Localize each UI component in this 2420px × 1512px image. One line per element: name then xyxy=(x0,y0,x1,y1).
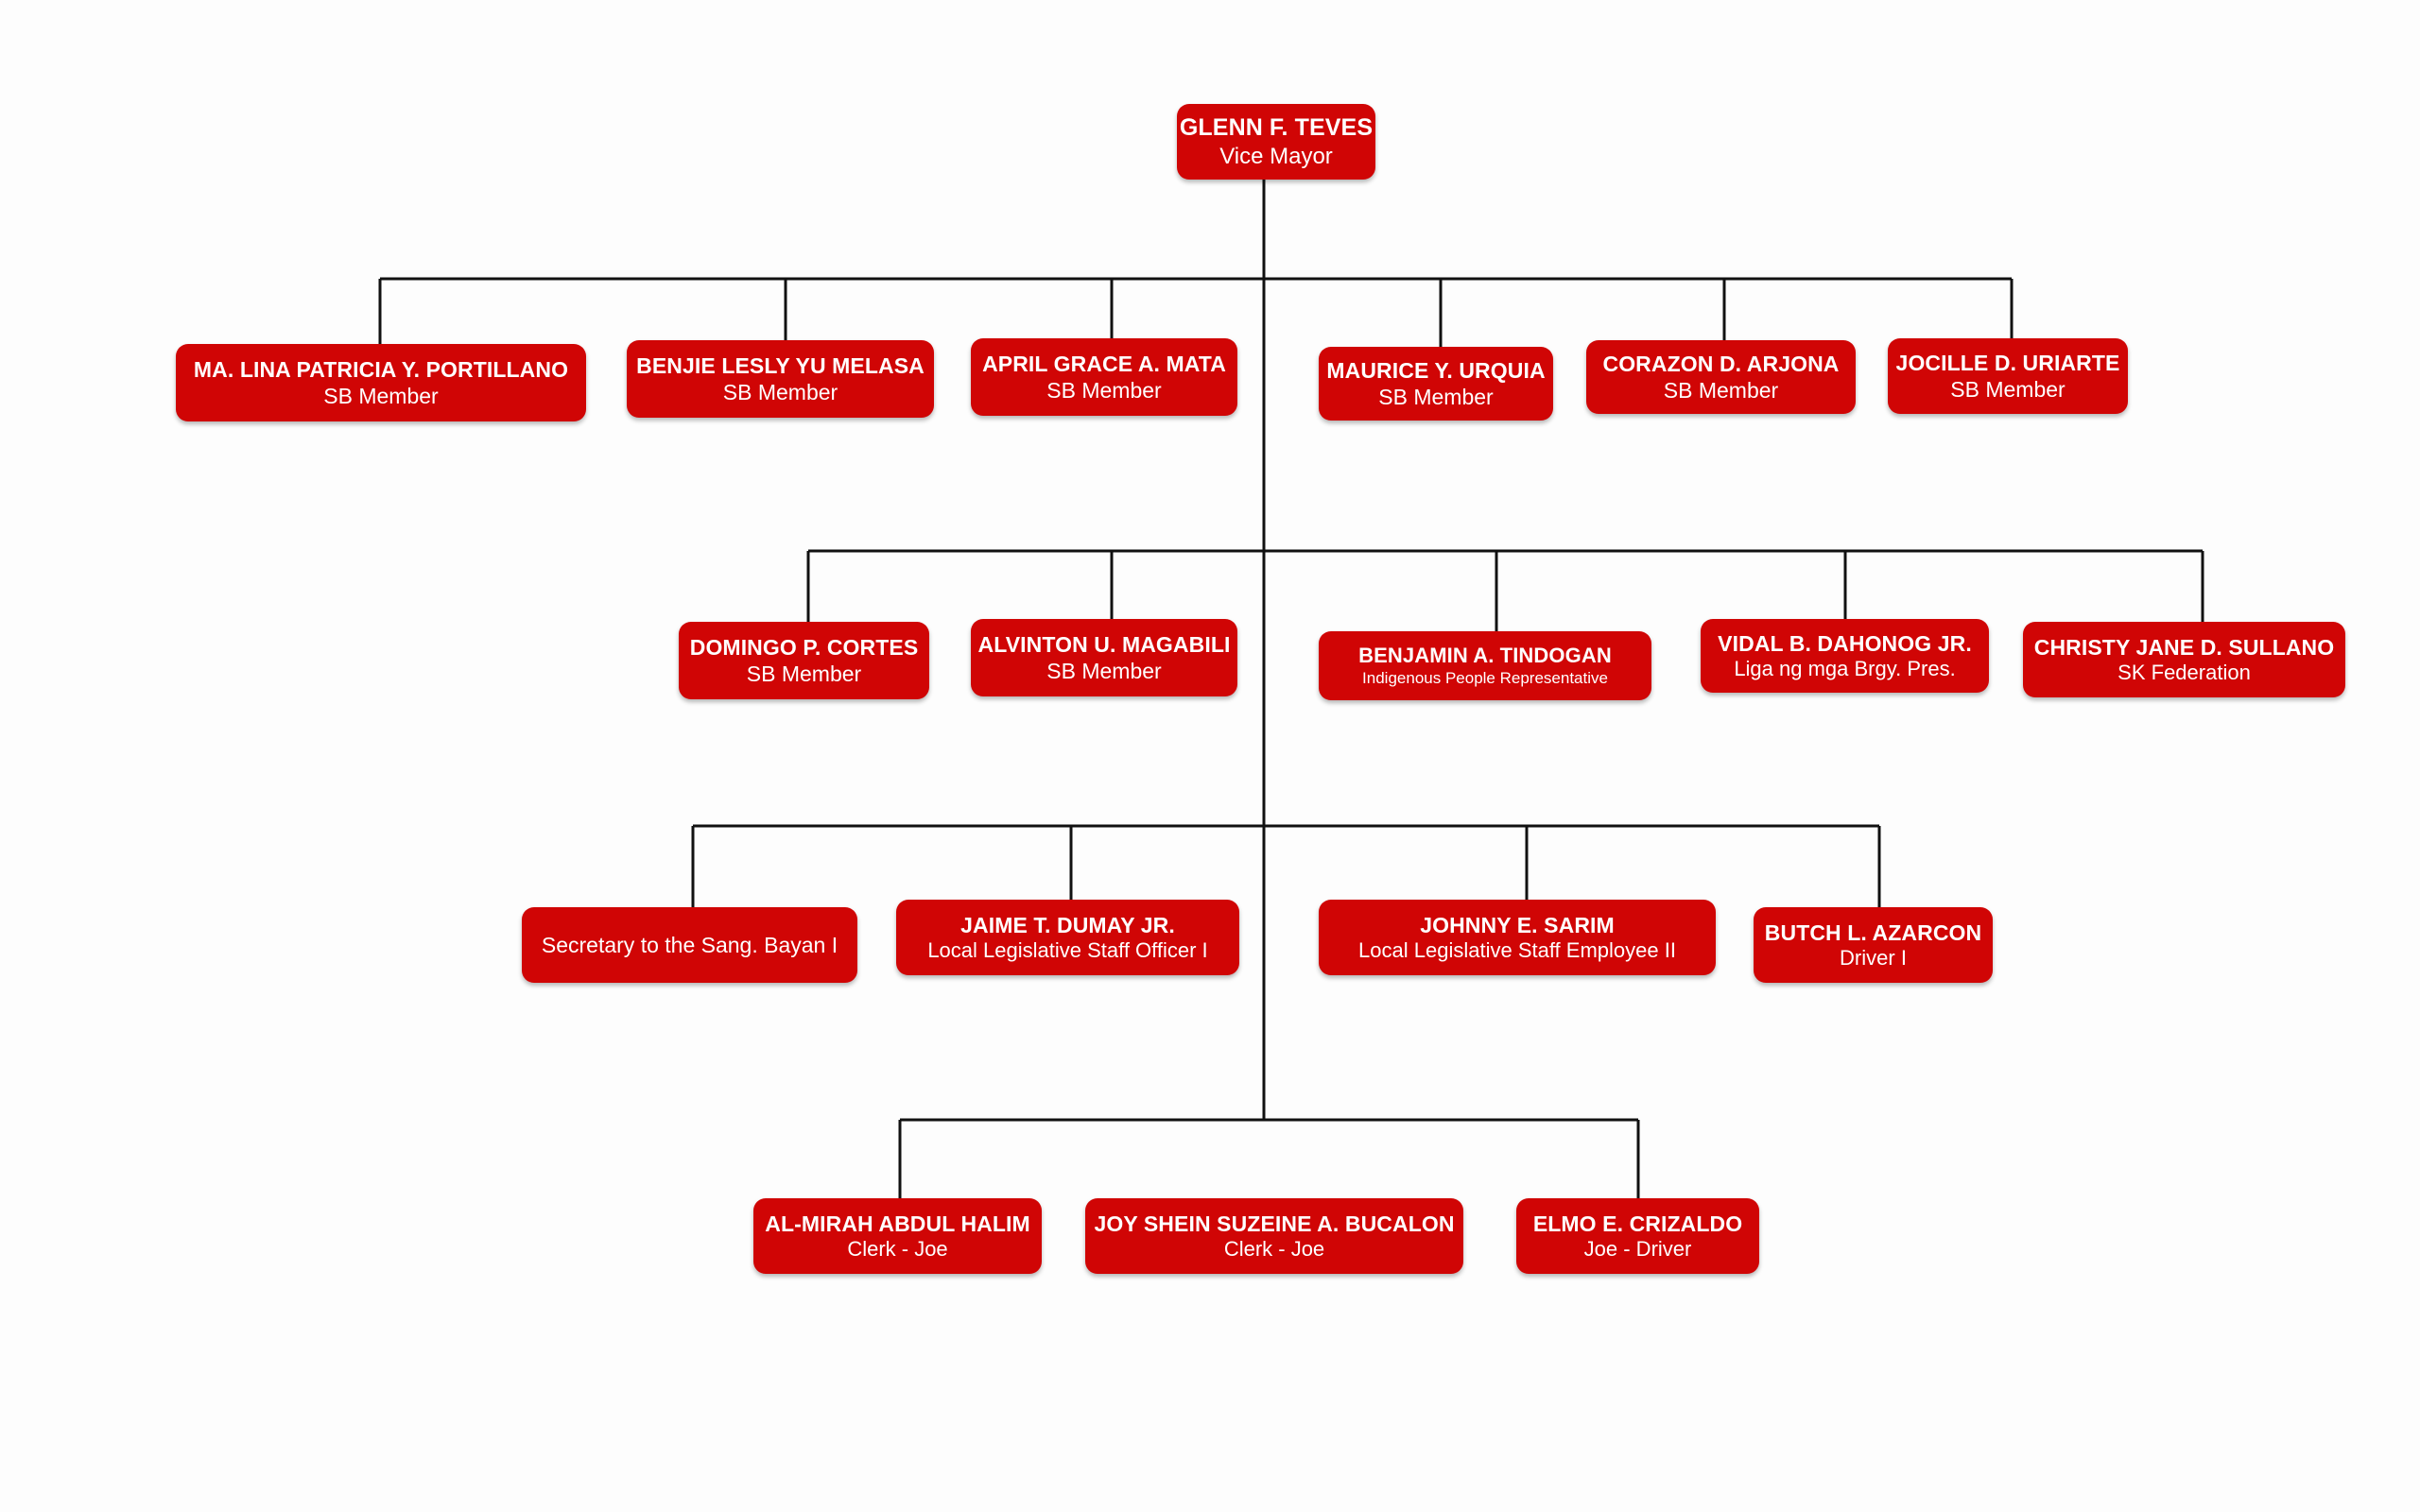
node-title: Vice Mayor xyxy=(1219,143,1333,169)
node-title: SB Member xyxy=(1663,378,1779,403)
node-r3-c2[interactable]: JAIME T. DUMAY JR. Local Legislative Sta… xyxy=(896,900,1239,975)
node-r1-c3[interactable]: APRIL GRACE A. MATA SB Member xyxy=(971,338,1237,416)
node-r1-c4[interactable]: MAURICE Y. URQUIA SB Member xyxy=(1319,347,1553,421)
node-title: SB Member xyxy=(1046,659,1162,683)
node-name: CORAZON D. ARJONA xyxy=(1602,351,1840,376)
node-r3-c4[interactable]: BUTCH L. AZARCON Driver I xyxy=(1754,907,1993,983)
node-name: GLENN F. TEVES xyxy=(1179,114,1374,142)
node-name: BENJIE LESLY YU MELASA xyxy=(636,352,925,378)
node-r1-c1[interactable]: MA. LINA PATRICIA Y. PORTILLANO SB Membe… xyxy=(176,344,586,421)
node-name: JOY SHEIN SUZEINE A. BUCALON xyxy=(1094,1211,1455,1236)
node-title: SB Member xyxy=(1046,378,1162,403)
node-name: JOHNNY E. SARIM xyxy=(1420,912,1615,937)
node-r4-c2[interactable]: JOY SHEIN SUZEINE A. BUCALON Clerk - Joe xyxy=(1085,1198,1463,1274)
node-name: AL-MIRAH ABDUL HALIM xyxy=(765,1211,1030,1236)
node-name: APRIL GRACE A. MATA xyxy=(982,351,1226,376)
node-title: SB Member xyxy=(1950,377,2066,402)
node-title: SB Member xyxy=(746,662,862,686)
node-name: DOMINGO P. CORTES xyxy=(689,634,919,660)
node-name: JAIME T. DUMAY JR. xyxy=(960,912,1175,937)
node-name: BENJAMIN A. TINDOGAN xyxy=(1358,643,1612,667)
node-name: ALVINTON U. MAGABILI xyxy=(977,631,1231,657)
node-name: MA. LINA PATRICIA Y. PORTILLANO xyxy=(193,356,569,382)
node-r4-c1[interactable]: AL-MIRAH ABDUL HALIM Clerk - Joe xyxy=(753,1198,1042,1274)
node-title: Local Legislative Staff Officer I xyxy=(927,937,1208,962)
node-title: SK Federation xyxy=(2118,660,2251,684)
node-title: Indigenous People Representative xyxy=(1362,668,1608,687)
node-title: SB Member xyxy=(323,384,439,408)
node-title: Secretary to the Sang. Bayan I xyxy=(541,932,838,957)
node-title: Joe - Driver xyxy=(1583,1236,1692,1261)
node-name: JOCILLE D. URIARTE xyxy=(1895,350,2120,375)
node-r4-c3[interactable]: ELMO E. CRIZALDO Joe - Driver xyxy=(1516,1198,1759,1274)
node-name: BUTCH L. AZARCON xyxy=(1764,919,1982,945)
node-title: Local Legislative Staff Employee II xyxy=(1358,937,1676,962)
node-title: Clerk - Joe xyxy=(847,1236,948,1261)
node-r2-c1[interactable]: DOMINGO P. CORTES SB Member xyxy=(679,622,929,699)
node-r1-c6[interactable]: JOCILLE D. URIARTE SB Member xyxy=(1888,338,2128,414)
node-r3-c1[interactable]: Secretary to the Sang. Bayan I xyxy=(522,907,857,983)
node-title: SB Member xyxy=(1378,385,1494,409)
node-r1-c5[interactable]: CORAZON D. ARJONA SB Member xyxy=(1586,340,1856,414)
node-root[interactable]: GLENN F. TEVES Vice Mayor xyxy=(1177,104,1375,180)
node-title: Liga ng mga Brgy. Pres. xyxy=(1734,656,1956,680)
node-r2-c4[interactable]: VIDAL B. DAHONOG JR. Liga ng mga Brgy. P… xyxy=(1701,619,1989,693)
node-name: ELMO E. CRIZALDO xyxy=(1532,1211,1743,1236)
node-r2-c2[interactable]: ALVINTON U. MAGABILI SB Member xyxy=(971,619,1237,696)
node-title: SB Member xyxy=(722,380,838,404)
node-title: Driver I xyxy=(1840,945,1907,970)
node-name: VIDAL B. DAHONOG JR. xyxy=(1718,630,1972,656)
node-r1-c2[interactable]: BENJIE LESLY YU MELASA SB Member xyxy=(627,340,934,418)
node-name: MAURICE Y. URQUIA xyxy=(1326,357,1546,383)
node-r2-c3[interactable]: BENJAMIN A. TINDOGAN Indigenous People R… xyxy=(1319,631,1651,700)
node-title: Clerk - Joe xyxy=(1223,1236,1325,1261)
node-r3-c3[interactable]: JOHNNY E. SARIM Local Legislative Staff … xyxy=(1319,900,1716,975)
node-r2-c5[interactable]: CHRISTY JANE D. SULLANO SK Federation xyxy=(2023,622,2345,697)
node-name: CHRISTY JANE D. SULLANO xyxy=(2033,634,2335,660)
